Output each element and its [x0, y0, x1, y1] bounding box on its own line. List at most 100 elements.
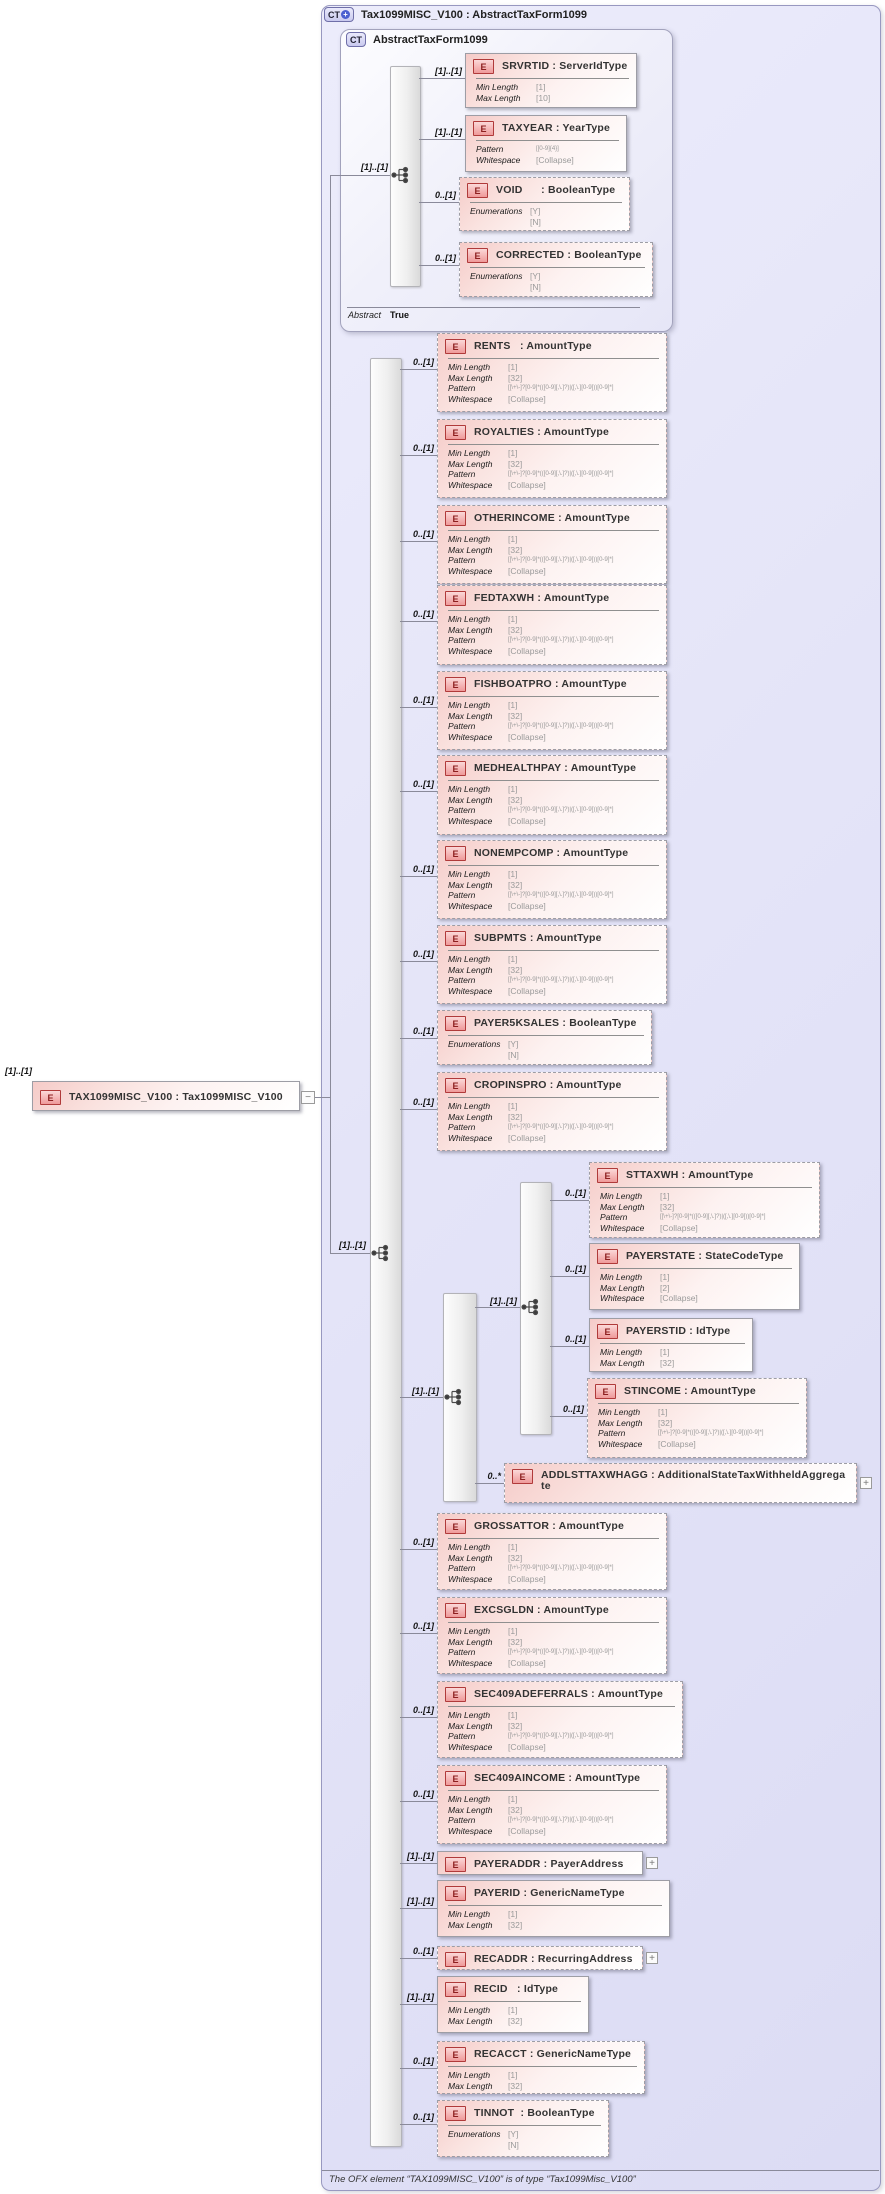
element-title: CORRECTED : BooleanType: [496, 249, 642, 261]
element-title: FEDTAXWH : AmountType: [474, 592, 610, 604]
facet-row: Max Length[32]: [438, 1721, 682, 1732]
element-badge: E: [473, 59, 494, 74]
facet-label: Enumerations: [448, 1039, 501, 1049]
facet-row: Max Length[32]: [438, 459, 666, 470]
facet-value: [1]: [536, 82, 546, 92]
collapse-toggle[interactable]: −: [301, 1091, 315, 1104]
facet-row: Pattern[[\+\-]?[0-9]*(([0-9][,\.]?)|([,\…: [438, 383, 666, 394]
connector-line: [550, 1200, 589, 1201]
element-badge: E: [445, 511, 466, 526]
cardinality-label: 0..[1]: [412, 1026, 434, 1036]
facet-label: Min Length: [476, 82, 519, 92]
facet-row: Whitespace[Collapse]: [590, 1223, 819, 1234]
facet-value: [Collapse]: [508, 1741, 546, 1752]
facet-row: Whitespace [Collapse]: [438, 1742, 682, 1753]
ct-badge[interactable]: CT: [346, 32, 366, 47]
facet-label: Min Length: [598, 1407, 641, 1417]
facet-row: Max Length[32]: [438, 1637, 666, 1648]
element-badge: E: [445, 1952, 466, 1967]
facet-label: Enumerations: [448, 2129, 501, 2139]
element-title: SRVRTID : ServerIdType: [502, 60, 628, 72]
element-badge: E: [445, 339, 466, 354]
facet-value: [32]: [508, 372, 523, 383]
facet-label: Pattern: [448, 1647, 476, 1657]
element-badge: E: [445, 1519, 466, 1534]
element-title: RECID : IdType: [474, 1983, 559, 1995]
facet-row: Whitespace[Collapse]: [438, 566, 666, 577]
header-divider: [476, 78, 629, 79]
facet-value: [Collapse]: [536, 154, 574, 165]
facet-value: [N]: [530, 281, 541, 292]
cardinality-label: [1]..[1]: [490, 1296, 517, 1306]
expand-toggle[interactable]: +: [860, 1477, 872, 1489]
facet-value: [1]: [660, 1191, 670, 1201]
expand-toggle[interactable]: +: [646, 1952, 658, 1964]
facet-label: Pattern: [600, 1212, 628, 1222]
facet-label: Min Length: [448, 1101, 491, 1111]
facet-row: Enumerations[Y]: [460, 271, 652, 282]
facet-value: [Y]: [530, 271, 541, 281]
facet-value: [[\+\-]?[0-9]*(([0-9][,\.]?)|([,\.][0-9]…: [508, 722, 614, 729]
facet-row: Min Length[1]: [438, 1542, 666, 1553]
facet-value: [32]: [508, 544, 523, 555]
facet-label: Whitespace: [448, 1741, 493, 1752]
facet-row: Enumerations[Y]: [460, 206, 629, 217]
element-box-tax1099misc-v100[interactable]: E TAX1099MISC_V100 : Tax1099MISC_V100: [32, 1081, 300, 1111]
sequence-icon: [444, 1388, 464, 1406]
facet-row: Min Length[1]: [438, 784, 666, 795]
connector-line: [400, 1801, 437, 1802]
connector-line: [400, 1863, 437, 1864]
header-divider: [448, 1097, 659, 1098]
facet-value: [Collapse]: [508, 1573, 546, 1584]
facet-label: Max Length: [448, 794, 493, 805]
element-badge: E: [597, 1168, 618, 1183]
facet-label: Pattern: [448, 721, 476, 731]
facet-label: Pattern: [448, 1122, 476, 1132]
facet-value: [1]: [508, 448, 518, 458]
facet-row: [N]: [438, 2140, 608, 2151]
facet-label: Pattern: [448, 805, 476, 815]
ct-plus-badge[interactable]: CT+: [324, 7, 354, 22]
element-badge: E: [595, 1384, 616, 1399]
facet-row: Pattern [[\+\-]?[0-9]*(([0-9][,\.]?)|([,\…: [590, 1212, 819, 1223]
cardinality-label: [1]..[1]: [435, 66, 462, 76]
facet-label: Whitespace: [448, 731, 493, 742]
expand-toggle[interactable]: +: [646, 1857, 658, 1869]
facet-value: [1]: [508, 784, 518, 794]
facet-value: [[\+\-]?[0-9]*(([0-9][,\.]?)|([,\.][0-9]…: [660, 1213, 766, 1220]
element-title: STTAXWH : AmountType: [626, 1169, 754, 1181]
facet-row: Max Length[32]: [590, 1358, 752, 1369]
